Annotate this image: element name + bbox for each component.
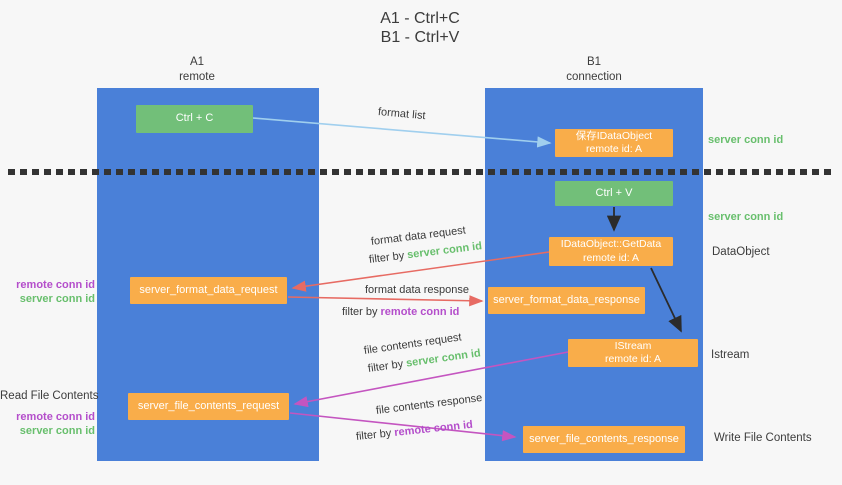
filter-by-text: filter by — [368, 249, 405, 266]
diagram-title: A1 - Ctrl+C B1 - Ctrl+V — [322, 9, 518, 47]
column-a-name: A1 — [189, 56, 205, 68]
ctrl-c-box: Ctrl + C — [136, 105, 253, 133]
server-file-contents-response-box: server_file_contents_response — [523, 426, 685, 453]
format-data-response-label: format data response — [365, 284, 469, 296]
dataobject-label: DataObject — [712, 246, 770, 258]
server-format-data-response-label: server_format_data_response — [493, 293, 640, 306]
istream-line1: IStream — [614, 339, 652, 352]
server-file-contents-request-box: server_file_contents_request — [128, 393, 289, 420]
save-idataobject-line1: 保存IDataObject — [575, 129, 653, 142]
filter-by-text: filter by — [367, 358, 404, 375]
ctrl-c-label: Ctrl + C — [175, 112, 214, 125]
diagram-title-line2: B1 - Ctrl+V — [380, 29, 460, 47]
filter-by-text: filter by — [342, 306, 378, 318]
write-file-contents-label: Write File Contents — [714, 432, 812, 444]
ctrl-v-label: Ctrl + V — [595, 186, 633, 199]
file-response-filter-label: filter by remote conn id — [355, 419, 473, 443]
server-conn-id-label-top: server conn id — [708, 134, 784, 146]
column-b-name: B1 — [586, 56, 602, 68]
server-conn-id-text: server conn id — [405, 347, 482, 370]
istream-line2: remote id: A — [604, 353, 662, 365]
column-b-role: connection — [566, 70, 622, 83]
server-format-data-request-label: server_format_data_request — [139, 283, 278, 296]
server-file-contents-request-label: server_file_contents_request — [137, 399, 280, 412]
file-request-conn-id-stack: remote conn id server conn id — [0, 411, 95, 439]
session-divider-dashed-line — [8, 169, 836, 175]
column-a-header: A1 remote — [97, 55, 297, 85]
filter-by-text: filter by — [355, 427, 392, 443]
read-file-contents-label: Read File Contents — [0, 390, 99, 402]
istream-side-label: Istream — [711, 349, 750, 361]
remote-conn-id-text: remote conn id — [393, 418, 474, 439]
format-response-filter-label: filter by remote conn id — [342, 306, 459, 318]
getdata-line1: IDataObject::GetData — [560, 238, 662, 251]
remote-conn-id-label: remote conn id — [16, 279, 95, 291]
save-idataobject-line2: remote id: A — [585, 143, 643, 155]
remote-conn-id-text: remote conn id — [380, 306, 460, 318]
format-request-conn-id-stack: remote conn id server conn id — [0, 279, 95, 307]
file-contents-response-label: file contents response — [375, 392, 483, 417]
server-conn-id-text: server conn id — [406, 240, 483, 262]
save-idataobject-box: 保存IDataObject remote id: A — [555, 129, 673, 157]
getdata-line2: remote id: A — [582, 251, 640, 264]
ctrl-v-box: Ctrl + V — [555, 181, 673, 206]
getdata-box: IDataObject::GetData remote id: A — [549, 237, 673, 266]
server-file-contents-response-label: server_file_contents_response — [529, 432, 679, 445]
server-conn-id-label-mid: server conn id — [708, 211, 784, 223]
server-conn-id-label: server conn id — [19, 424, 95, 437]
column-b-header: B1 connection — [485, 55, 703, 85]
remote-conn-id-label: remote conn id — [16, 411, 95, 423]
format-list-label: format list — [377, 106, 427, 123]
column-a-role: remote — [179, 70, 215, 83]
diagram-title-line1: A1 - Ctrl+C — [380, 10, 460, 27]
server-conn-id-label: server conn id — [19, 292, 95, 305]
istream-box: IStream remote id: A — [568, 339, 698, 367]
server-format-data-response-box: server_format_data_response — [488, 287, 645, 314]
server-format-data-request-box: server_format_data_request — [130, 277, 287, 304]
